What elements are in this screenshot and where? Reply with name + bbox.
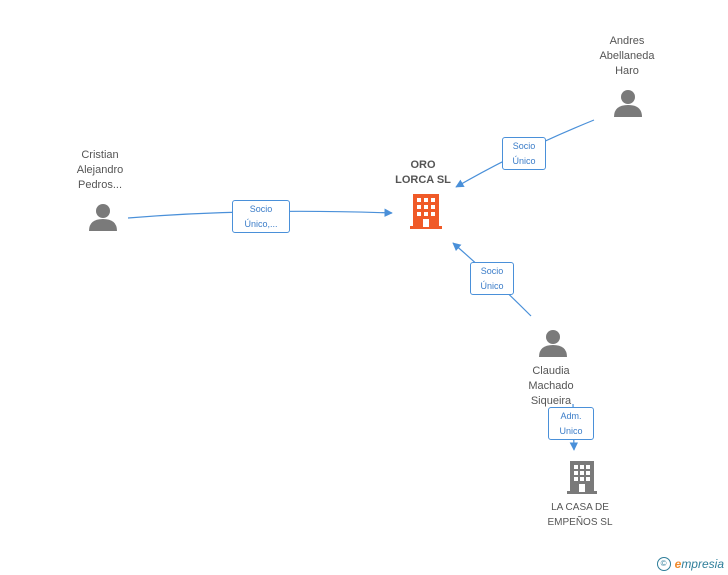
andres-person-icon[interactable] (614, 90, 642, 117)
relation-badge-admin[interactable]: Adm. Unico (548, 407, 594, 440)
brand-logo[interactable]: © empresia (656, 555, 724, 573)
relation-badge-cristian[interactable]: Socio Único,... (232, 200, 290, 233)
cristian-name-label[interactable]: Cristian Alejandro Pedros... (76, 149, 124, 191)
copyright-icon: © (656, 557, 671, 571)
relation-badge-claudia[interactable]: Socio Único (470, 262, 514, 295)
casa-company-label[interactable]: LA CASA DE EMPEÑOS SL (547, 502, 613, 528)
claudia-person-icon[interactable] (539, 330, 567, 357)
cristian-person-icon[interactable] (89, 204, 117, 231)
main-company-label[interactable]: ORO LORCA SL (395, 159, 451, 186)
relation-badge-andres[interactable]: Socio Único (502, 137, 546, 170)
claudia-name-label[interactable]: Claudia Machado Siqueira (528, 365, 574, 407)
brand-name: mpresia (681, 557, 724, 571)
casa-company-building-icon[interactable] (567, 461, 597, 494)
brand-initial: e (674, 557, 682, 571)
andres-name-label[interactable]: Andres Abellaneda Haro (599, 35, 655, 77)
main-company-building-icon[interactable] (410, 194, 442, 229)
